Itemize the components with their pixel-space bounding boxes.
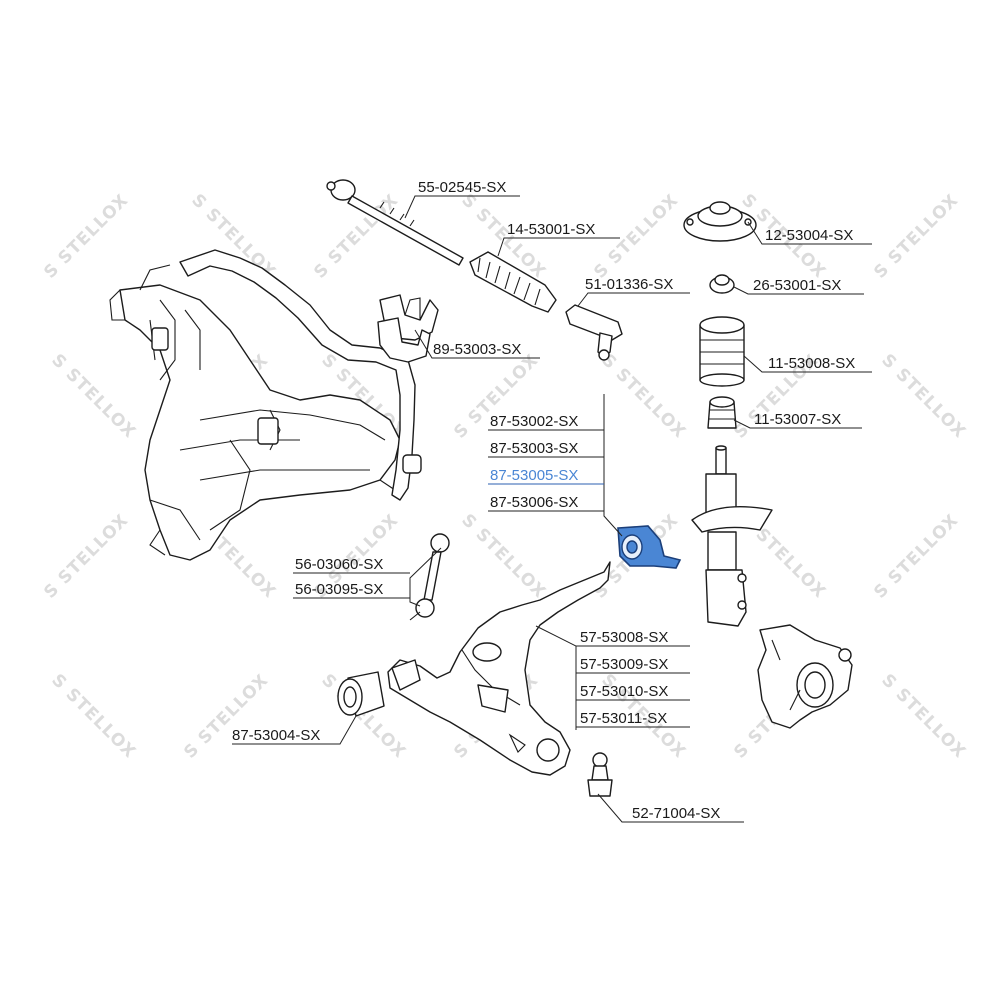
watermark-stellox-logo: S STELLOX — [40, 190, 132, 282]
stabilizer-bar-drawing — [179, 249, 422, 501]
label-51-01336[interactable]: 51-01336-SX — [585, 276, 673, 293]
label-12-53004[interactable]: 12-53004-SX — [765, 227, 853, 244]
watermark-stellox-logo: S STELLOX — [590, 190, 682, 282]
label-55-02545[interactable]: 55-02545-SX — [418, 179, 506, 196]
dust-boot-drawing — [699, 316, 745, 387]
label-11-53008[interactable]: 11-53008-SX — [768, 355, 855, 372]
steering-knuckle-drawing — [757, 624, 853, 729]
label-52-71004[interactable]: 52-71004-SX — [632, 805, 720, 822]
tie-rod-end-drawing — [565, 304, 623, 361]
label-87-53006[interactable]: 87-53006-SX — [490, 494, 578, 511]
label-57-53009[interactable]: 57-53009-SX — [580, 656, 668, 673]
watermark-stellox-logo: S STELLOX — [870, 510, 962, 602]
watermark-stellox-logo: S STELLOX — [597, 350, 689, 442]
label-26-53001[interactable]: 26-53001-SX — [753, 277, 841, 294]
strut-nut-drawing — [709, 274, 735, 294]
watermark-stellox-logo: S STELLOX — [877, 350, 969, 442]
label-89-53003[interactable]: 89-53003-SX — [433, 341, 521, 358]
label-87-53003[interactable]: 87-53003-SX — [490, 440, 578, 457]
label-87-53002[interactable]: 87-53002-SX — [490, 413, 578, 430]
part-labels: 55-02545-SX 14-53001-SX 51-01336-SX 89-5… — [232, 179, 855, 822]
rear-bushing-drawing — [337, 671, 385, 717]
label-57-53008[interactable]: 57-53008-SX — [580, 629, 668, 646]
label-57-53011[interactable]: 57-53011-SX — [580, 710, 667, 727]
label-87-53005[interactable]: 87-53005-SX — [490, 467, 578, 484]
watermark-stellox-logo: S STELLOX — [877, 670, 969, 762]
label-56-03095[interactable]: 56-03095-SX — [295, 581, 383, 598]
watermark-stellox-logo: S STELLOX — [40, 510, 132, 602]
watermark-stellox-logo: S STELLOX — [47, 350, 139, 442]
stabilizer-bushing-drawing — [377, 294, 439, 363]
watermark-stellox-logo: S STELLOX — [47, 670, 139, 762]
label-56-03060[interactable]: 56-03060-SX — [295, 556, 383, 573]
watermark-stellox-logo: S STELLOX — [457, 510, 549, 602]
shock-absorber-drawing — [691, 445, 773, 627]
control-arm-drawing — [387, 561, 611, 776]
ball-joint-drawing — [587, 752, 613, 797]
stabilizer-link-drawing — [409, 533, 450, 621]
front-bushing-highlighted-drawing — [617, 525, 682, 569]
subframe-drawing — [109, 264, 401, 561]
label-57-53010[interactable]: 57-53010-SX — [580, 683, 668, 700]
bump-stop-drawing — [707, 396, 737, 429]
watermark-stellox-logo: S STELLOX — [180, 670, 272, 762]
label-14-53001[interactable]: 14-53001-SX — [507, 221, 595, 238]
inner-tie-rod-drawing — [326, 179, 464, 266]
steering-boot-drawing — [469, 251, 557, 313]
label-11-53007[interactable]: 11-53007-SX — [754, 411, 841, 428]
label-87-53004[interactable]: 87-53004-SX — [232, 727, 320, 744]
watermark-stellox-logo: S STELLOX — [870, 190, 962, 282]
